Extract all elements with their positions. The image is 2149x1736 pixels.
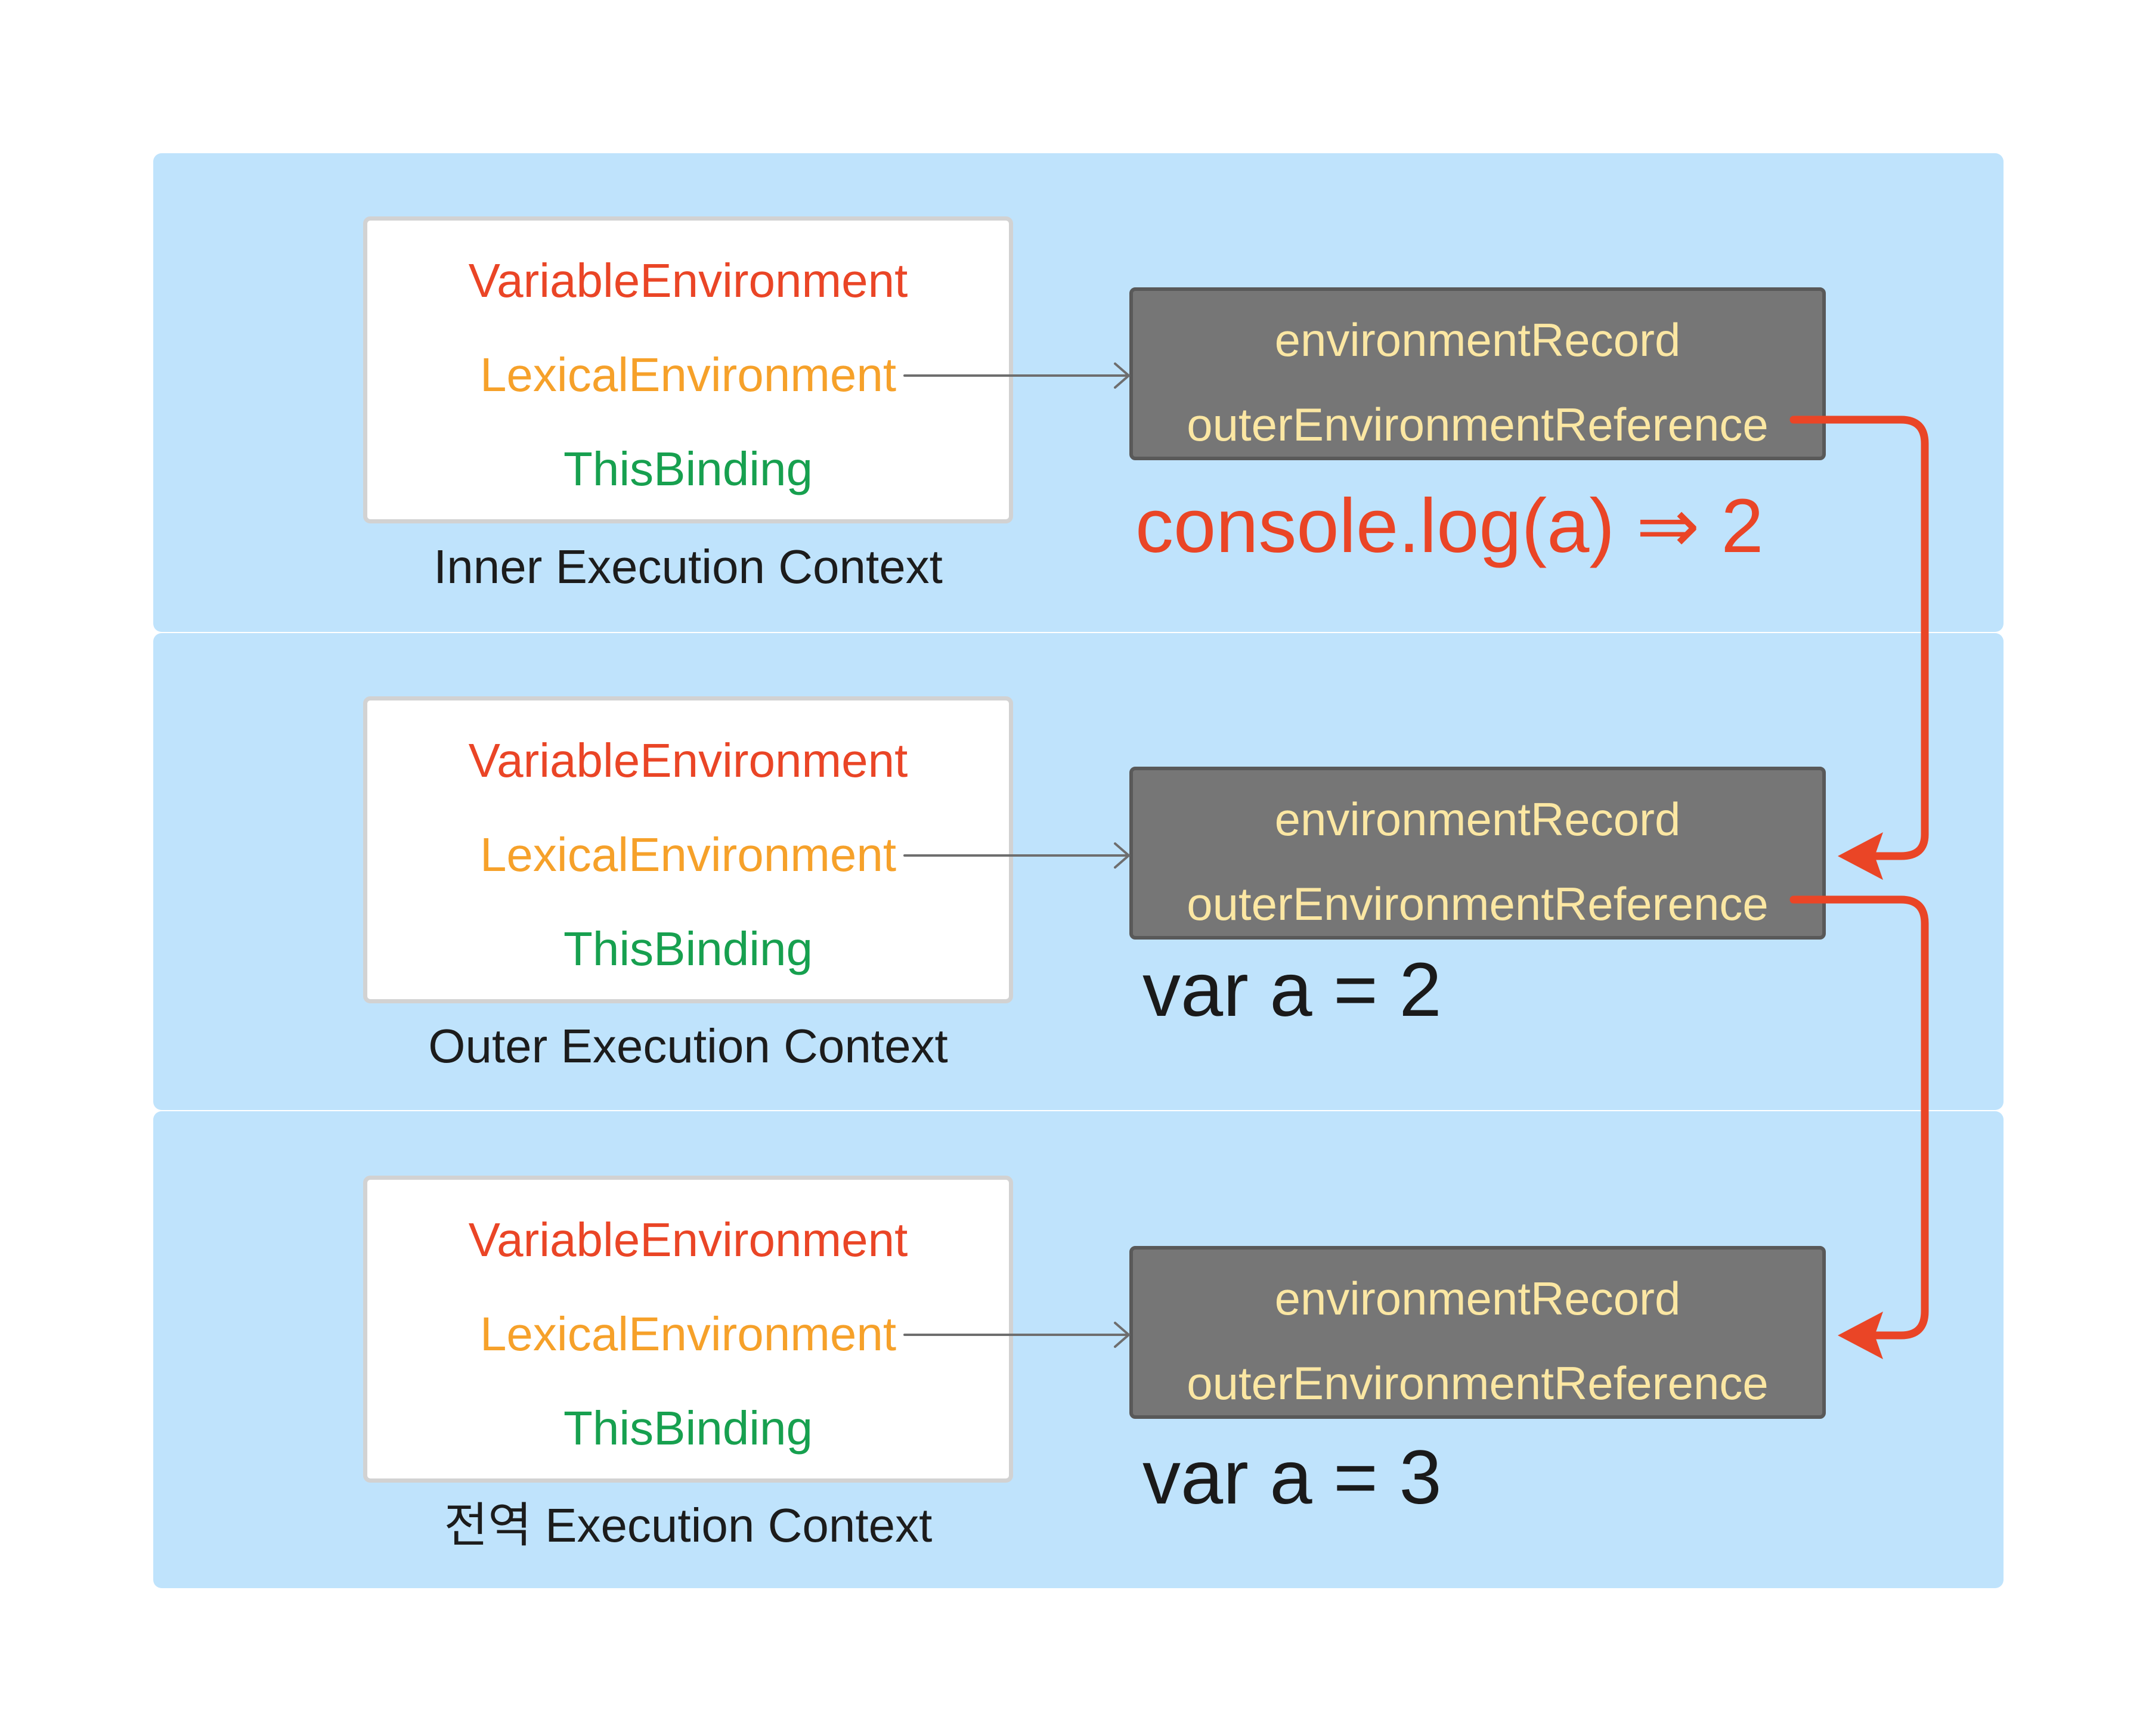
scope-chain-arrowhead [1838,1312,1883,1359]
this-binding-label: ThisBinding [563,922,813,975]
inner-lexical-link-arrow [903,362,1130,389]
outer-lexical-environment-box: environmentRecord outerEnvironmentRefere… [1129,767,1826,940]
global-lexical-environment-box: environmentRecord outerEnvironmentRefere… [1129,1246,1826,1419]
lexical-environment-label: LexicalEnvironment [479,828,897,881]
inner-context-caption: Inner Execution Context [433,540,943,593]
variable-environment-label: VariableEnvironment [468,254,908,307]
inner-context-box: VariableEnvironment LexicalEnvironment T… [363,216,1013,523]
global-context-caption: 전역 Execution Context [444,1499,933,1552]
variable-environment-label: VariableEnvironment [468,1213,908,1266]
console-log-result: console.log(a) ⇒ 2 [1135,483,1764,569]
lexical-environment-label: LexicalEnvironment [479,1307,897,1360]
environment-record-label: environmentRecord [1274,1272,1681,1325]
this-binding-label: ThisBinding [563,442,813,495]
global-lexical-link-arrow [903,1322,1130,1348]
this-binding-label: ThisBinding [563,1402,813,1455]
outer-context-caption: Outer Execution Context [428,1019,948,1072]
global-variable-declaration: var a = 3 [1142,1435,1442,1520]
global-context-box: VariableEnvironment LexicalEnvironment T… [363,1176,1013,1483]
environment-record-label: environmentRecord [1274,793,1681,845]
outer-environment-reference-label: outerEnvironmentReference [1187,878,1769,930]
outer-variable-declaration: var a = 2 [1142,947,1442,1033]
scope-chain-arrowhead [1838,832,1883,880]
variable-environment-label: VariableEnvironment [468,734,908,787]
outer-context-box: VariableEnvironment LexicalEnvironment T… [363,696,1013,1003]
inner-lexical-environment-box: environmentRecord outerEnvironmentRefere… [1129,287,1826,460]
environment-record-label: environmentRecord [1274,314,1681,366]
outer-global-reference-arrow [1789,895,1929,1340]
outer-environment-reference-label: outerEnvironmentReference [1187,398,1769,451]
lexical-environment-label: LexicalEnvironment [479,348,897,401]
outer-lexical-link-arrow [903,842,1130,869]
outer-environment-reference-label: outerEnvironmentReference [1187,1357,1769,1409]
inner-outer-reference-arrow [1789,416,1929,860]
